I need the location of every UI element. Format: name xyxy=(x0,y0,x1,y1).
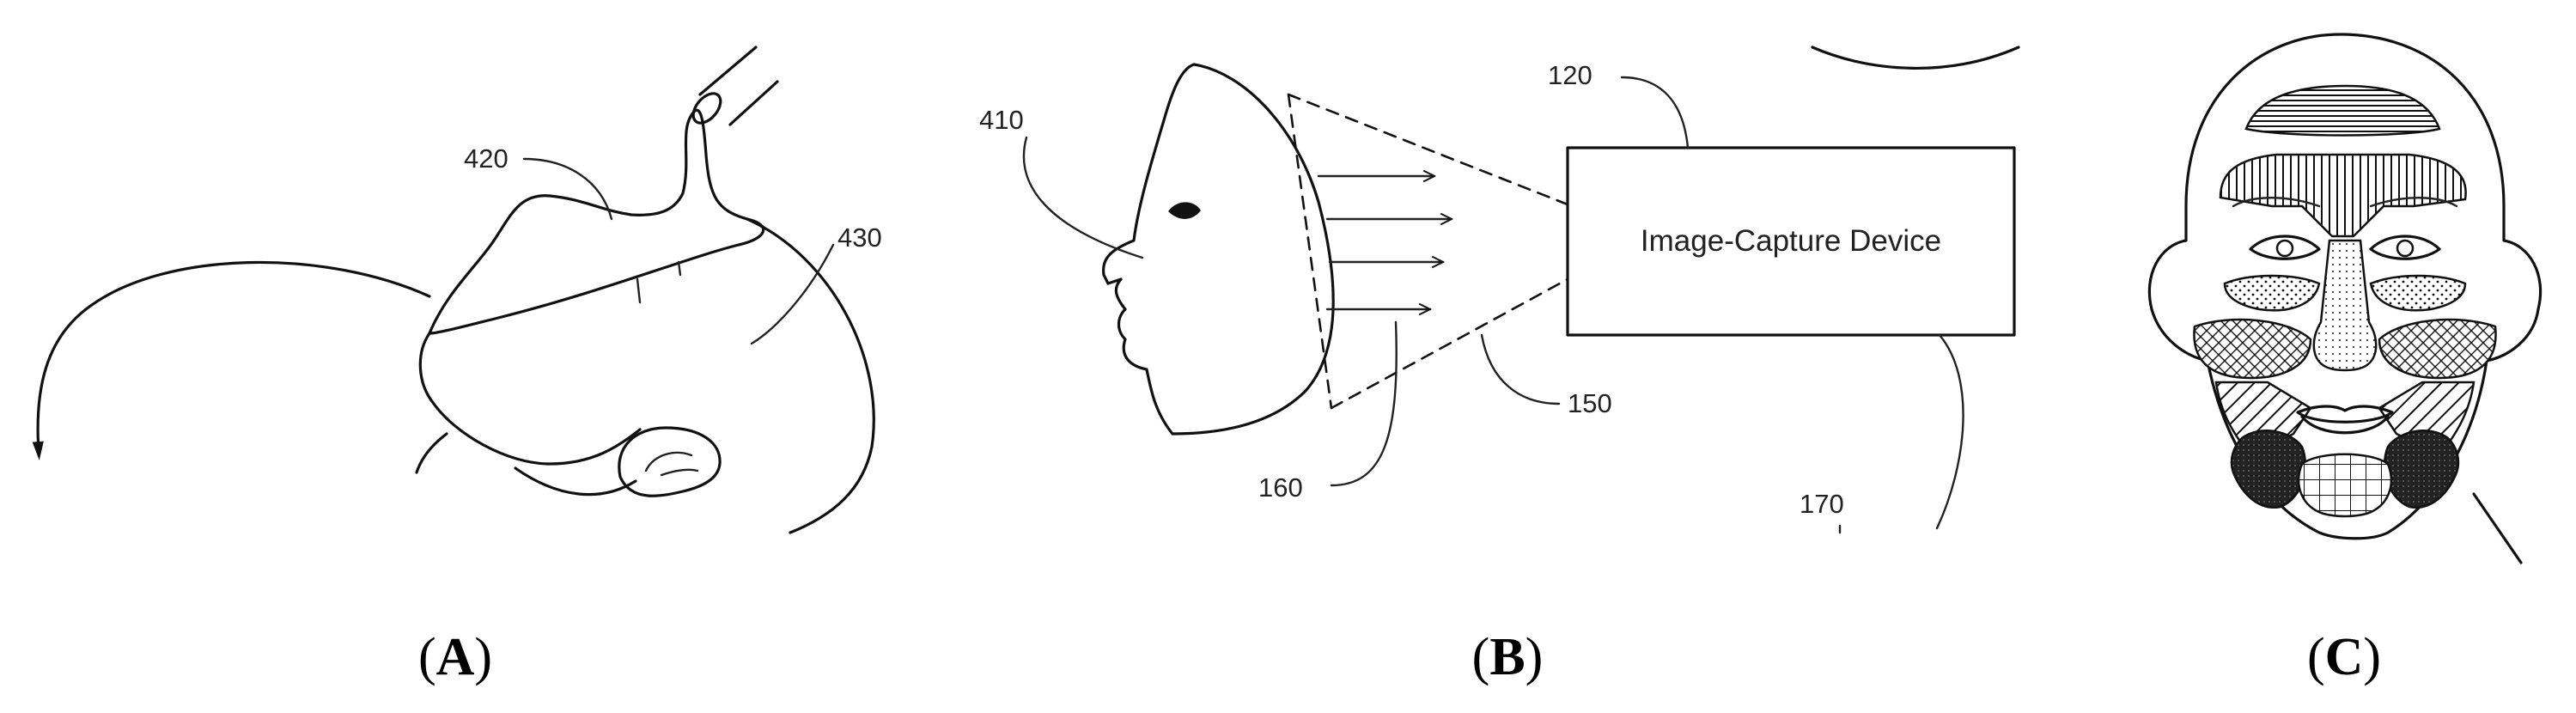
mouth-lower xyxy=(2300,415,2390,435)
rotation-arrow xyxy=(32,260,431,460)
panel-a: 420 430 (A) xyxy=(32,46,882,686)
caption-b: (B) xyxy=(1472,628,1544,686)
image-capture-device-box xyxy=(1566,146,2016,337)
jaw-line xyxy=(514,466,637,497)
under-eye-right xyxy=(2369,274,2467,312)
ear-inner xyxy=(644,451,699,477)
mask-shape xyxy=(428,108,765,335)
under-eye-left xyxy=(2223,274,2321,312)
eye-left xyxy=(2249,235,2321,260)
fov-front-dash xyxy=(1287,93,1333,410)
eye xyxy=(1168,202,1201,219)
brow-line xyxy=(2232,197,2321,208)
mask-lower-edge xyxy=(418,332,642,466)
pointer-line xyxy=(2472,492,2523,564)
head-back-outline xyxy=(746,217,875,534)
fov-lower-dash xyxy=(1330,277,1569,410)
nose xyxy=(2312,239,2378,372)
ref-170: 170 xyxy=(1800,489,1844,519)
ref-410: 410 xyxy=(979,105,1024,135)
ref-430: 430 xyxy=(837,222,882,253)
ref-160: 160 xyxy=(1258,472,1303,503)
ear xyxy=(618,426,722,497)
leader-120 xyxy=(1620,76,1690,149)
cheek-right xyxy=(2378,318,2497,380)
jaw-muscle-right xyxy=(2384,430,2460,509)
jaw-muscle-left xyxy=(2230,430,2306,509)
neck-line xyxy=(415,432,448,474)
forehead-muscle-lower xyxy=(2219,153,2467,238)
head-outline xyxy=(2147,33,2543,540)
pupil-left xyxy=(2275,239,2294,258)
leader-420 xyxy=(522,157,613,221)
leader-410 xyxy=(1022,136,1144,259)
tube-tip xyxy=(691,92,722,125)
ref-120: 120 xyxy=(1548,60,1592,90)
eye-right xyxy=(2369,235,2441,260)
ref-420: 420 xyxy=(464,143,509,174)
mask-tick xyxy=(636,277,642,304)
ref-150: 150 xyxy=(1568,388,1612,418)
panel-b: Image-Capture Device 410 120 150 160 170… xyxy=(979,46,2020,686)
caption-a: (A) xyxy=(418,628,492,686)
top-arc xyxy=(1811,46,2020,70)
mouth-upper xyxy=(2296,405,2394,424)
caption-c: (C) xyxy=(2307,628,2381,686)
leader-430 xyxy=(750,243,835,345)
face-profile xyxy=(1102,63,1335,436)
image-capture-device-label: Image-Capture Device xyxy=(1641,224,1941,258)
brow-line xyxy=(2369,197,2458,208)
leader-170 xyxy=(1935,333,1964,530)
chin-muscle xyxy=(2297,453,2393,518)
fov-upper-dash xyxy=(1287,93,1569,206)
forehead-muscle-upper xyxy=(2244,84,2441,137)
leader-160 xyxy=(1330,320,1398,487)
leader-150 xyxy=(1480,333,1561,405)
cheek-left xyxy=(2193,318,2312,380)
tube-body xyxy=(698,46,779,126)
panel-c: (C) xyxy=(2147,33,2543,686)
mask-tick xyxy=(677,260,682,277)
pupil-right xyxy=(2396,239,2415,258)
